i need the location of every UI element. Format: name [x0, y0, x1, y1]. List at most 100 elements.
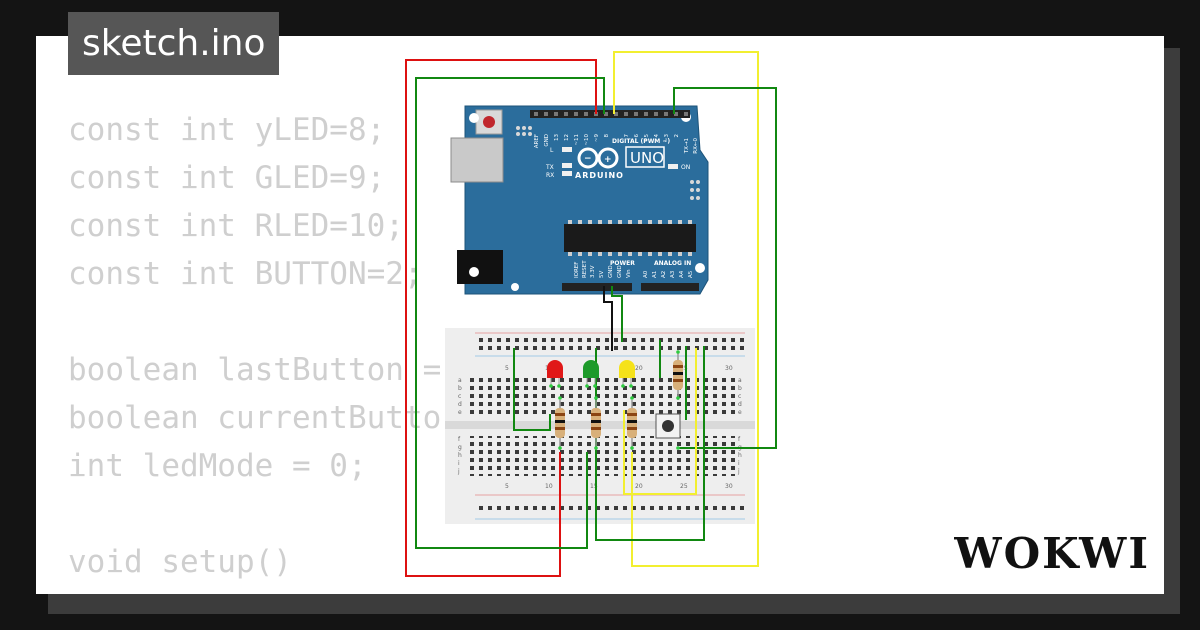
- row-label: a: [738, 377, 742, 384]
- code-line: boolean currentButto: [68, 400, 442, 436]
- pin-label: 4: [654, 134, 660, 138]
- column-number: 10: [545, 483, 553, 490]
- board-model-label: UNO: [630, 149, 664, 167]
- row-label: b: [738, 385, 742, 392]
- wire-red-pin10[interactable]: [405, 59, 597, 577]
- pin-label: A1: [652, 271, 658, 278]
- wire-green-pin2[interactable]: [673, 87, 777, 449]
- column-number: 20: [635, 365, 643, 372]
- pin-label: A0: [643, 270, 649, 278]
- row-label: i: [458, 460, 460, 467]
- column-number: 25: [680, 483, 688, 490]
- wire-yellow-button[interactable]: [623, 348, 697, 495]
- rx-label: RX: [546, 172, 554, 179]
- pin-label: TX→1: [684, 138, 690, 154]
- pin-label: 5V: [599, 271, 605, 278]
- wire-green-5v[interactable]: [611, 286, 623, 342]
- pin-label: ~6: [634, 134, 640, 143]
- file-name-tab[interactable]: sketch.ino: [68, 12, 280, 75]
- code-preview: const int yLED=8; const int GLED=9; const …: [68, 106, 460, 594]
- pin-label: A3: [670, 270, 676, 278]
- wire-green-pin9[interactable]: [415, 77, 605, 549]
- row-label: g: [458, 444, 462, 451]
- row-label: j: [737, 468, 740, 475]
- code-line: const int BUTTON=2;: [68, 256, 423, 292]
- column-number: 15: [590, 483, 598, 490]
- row-label: i: [738, 460, 740, 467]
- column-number: 5: [505, 365, 509, 372]
- analog-header-label: ANALOG IN: [654, 260, 691, 267]
- resistor-green[interactable]: [591, 400, 601, 450]
- column-number: 25: [680, 365, 688, 372]
- pin-label: 3.3V: [590, 265, 596, 278]
- pin-label: IOREF: [574, 262, 580, 278]
- arduino-uno-board[interactable]: AREF GND 13 12 ~11 ~10 ~9 8 7 ~6 ~5 4 ~3…: [450, 105, 709, 295]
- pin-label: RESET: [582, 260, 588, 278]
- pin-label: GND: [608, 265, 614, 278]
- code-line: boolean lastButton =: [68, 352, 460, 388]
- row-label: f: [738, 436, 741, 443]
- pin-label: 12: [564, 134, 570, 141]
- code-line: const int GLED=9;: [68, 160, 386, 196]
- pin-label: GND: [544, 134, 550, 147]
- pin-label: AREF: [534, 134, 540, 148]
- analog-pin-header[interactable]: [641, 283, 699, 291]
- pin-label: A4: [679, 270, 685, 278]
- pin-label: ~3: [664, 134, 670, 143]
- digital-header-label: DIGITAL (PWM ~): [612, 138, 670, 145]
- resistor-yellow[interactable]: [627, 400, 637, 450]
- digital-pin-header[interactable]: [530, 110, 690, 118]
- pin-label: Vin: [626, 269, 632, 278]
- tx-label: TX: [545, 164, 554, 171]
- pin-label: 13: [554, 134, 560, 141]
- rx-led: [562, 171, 572, 176]
- code-line: const int yLED=8;: [68, 112, 386, 148]
- l-led-label: L: [550, 147, 554, 154]
- pin-label: ~9: [594, 134, 600, 143]
- on-label: ON: [681, 164, 690, 171]
- code-line: const int RLED=10;: [68, 208, 404, 244]
- pin-label: RX←0: [693, 138, 699, 154]
- wires[interactable]: [405, 51, 777, 577]
- pin-label: 7: [624, 134, 630, 138]
- row-label: e: [458, 409, 462, 416]
- tx-led: [562, 163, 572, 168]
- row-label: h: [738, 452, 742, 459]
- power-jack: [457, 250, 503, 284]
- wire-yellow-pin8[interactable]: [613, 51, 759, 567]
- svg-text:−: −: [584, 154, 592, 164]
- connection-points: [549, 350, 680, 450]
- pin-label: ~10: [584, 134, 590, 146]
- row-label: j: [457, 468, 460, 475]
- pushbutton[interactable]: [655, 413, 681, 439]
- power-pin-header[interactable]: [562, 283, 632, 291]
- pin-label: 8: [604, 134, 610, 138]
- pin-label: A5: [688, 270, 694, 278]
- on-led: [668, 164, 678, 169]
- resistor-red[interactable]: [555, 400, 565, 450]
- pin-label: ~5: [644, 134, 650, 143]
- svg-text:+: +: [604, 155, 612, 165]
- usb-connector: [450, 137, 504, 183]
- row-label: b: [458, 385, 462, 392]
- pin-label: ~11: [574, 134, 580, 146]
- resistor-button[interactable]: [673, 352, 683, 400]
- wire-green-gnd-red[interactable]: [513, 348, 551, 431]
- row-label: f: [458, 436, 461, 443]
- row-label: c: [738, 393, 741, 400]
- row-label: c: [458, 393, 461, 400]
- wire-black-gnd[interactable]: [603, 286, 613, 351]
- pin-label: GND: [617, 265, 623, 278]
- power-header-label: POWER: [610, 260, 635, 267]
- row-label: d: [738, 401, 742, 408]
- pin-label: A2: [661, 271, 667, 278]
- wokwi-logo: WOKWI: [954, 529, 1150, 578]
- column-number: 30: [725, 365, 733, 372]
- row-label: a: [458, 377, 462, 384]
- row-label: d: [458, 401, 462, 408]
- l-led: [562, 147, 572, 152]
- arduino-logo-icon: [577, 147, 619, 169]
- breadboard-holes[interactable]: [467, 338, 745, 514]
- row-label: e: [738, 409, 742, 416]
